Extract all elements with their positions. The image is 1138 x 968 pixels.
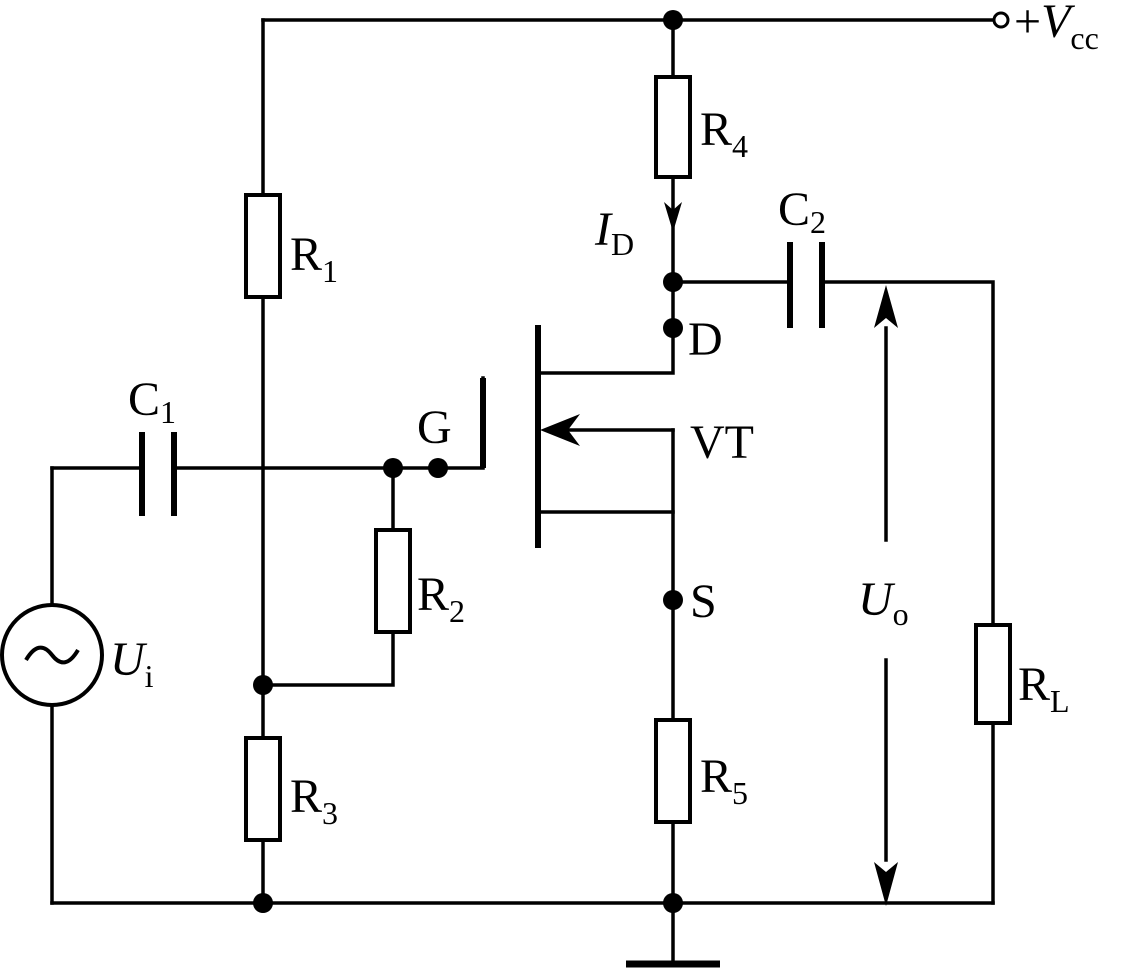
c2-capacitor — [787, 242, 825, 328]
r2-column-wire — [261, 466, 395, 687]
r5-label: R5 — [700, 750, 748, 811]
r2-resistor — [374, 528, 412, 634]
c2-label: C2 — [778, 183, 826, 240]
rl-resistor — [974, 623, 1012, 725]
r3-label: R3 — [290, 770, 338, 831]
vcc-label: +Vcc — [1014, 0, 1099, 56]
id-label: ID — [594, 203, 634, 262]
gate-label: G — [417, 401, 452, 454]
uo-label: Uo — [858, 573, 909, 632]
uo-arrow-up-icon — [874, 285, 898, 328]
drain-column-wire — [538, 18, 675, 375]
wires — [50, 18, 997, 965]
junction-nodes — [253, 10, 683, 913]
source-label: S — [690, 575, 717, 628]
output-wire — [671, 280, 995, 905]
r3-resistor — [244, 736, 282, 842]
transistor-label: VT — [690, 416, 754, 469]
r1-label: R1 — [290, 228, 338, 289]
ac-source — [0, 603, 104, 707]
r1-resistor — [244, 193, 282, 299]
uo-measurement — [874, 285, 898, 906]
c1-capacitor — [139, 432, 177, 516]
r4-label: R4 — [700, 103, 748, 164]
vcc-terminal — [992, 11, 1010, 29]
drain-label: D — [688, 313, 723, 366]
mosfet-vt — [480, 325, 580, 548]
r4-resistor — [654, 75, 692, 179]
id-arrow-icon — [664, 202, 682, 232]
uo-arrow-down-icon — [874, 862, 898, 906]
ui-label: Ui — [110, 633, 154, 694]
sine-wave-icon — [24, 645, 80, 665]
r2-label: R2 — [417, 568, 465, 629]
rl-label: RL — [1018, 658, 1070, 719]
mosfet-arrow-icon — [540, 414, 580, 446]
r5-resistor — [654, 718, 692, 824]
c1-label: C1 — [128, 373, 176, 430]
